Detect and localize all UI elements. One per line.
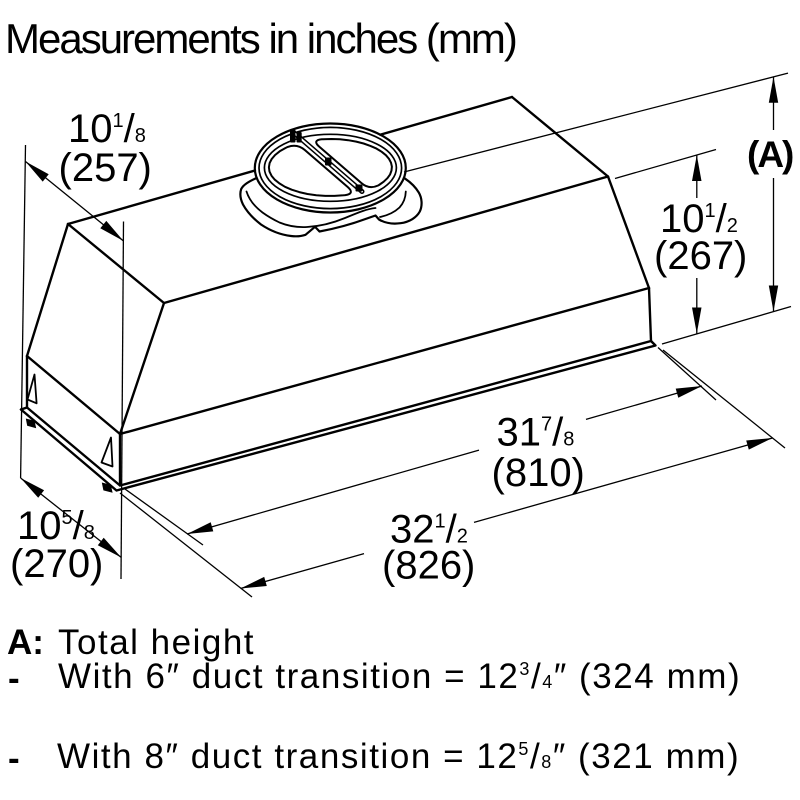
- svg-text:(257): (257): [59, 146, 152, 190]
- svg-text:(A): (A): [747, 134, 793, 175]
- svg-text:101/8: 101/8: [68, 107, 146, 151]
- svg-text:(810): (810): [492, 451, 585, 495]
- svg-text:101/2: 101/2: [660, 197, 738, 241]
- svg-text:(826): (826): [382, 544, 475, 588]
- svg-text:-: -: [8, 739, 20, 778]
- svg-text:A:: A:: [7, 623, 44, 662]
- svg-text:(270): (270): [10, 542, 103, 586]
- svg-text:With 6″ duct transition = 123/: With 6″ duct transition = 123/4″ (324 mm…: [58, 657, 741, 696]
- svg-text:317/8: 317/8: [497, 411, 575, 455]
- svg-text:With 8″ duct transition = 125/: With 8″ duct transition = 125/8″ (321 mm…: [57, 737, 740, 776]
- svg-text:(267): (267): [654, 234, 747, 278]
- svg-text:105/8: 105/8: [17, 504, 95, 548]
- svg-text:-: -: [8, 659, 20, 698]
- svg-text:Measurements in inches (mm): Measurements in inches (mm): [5, 15, 516, 62]
- svg-text:321/2: 321/2: [390, 508, 468, 552]
- svg-text:Total height: Total height: [58, 623, 255, 662]
